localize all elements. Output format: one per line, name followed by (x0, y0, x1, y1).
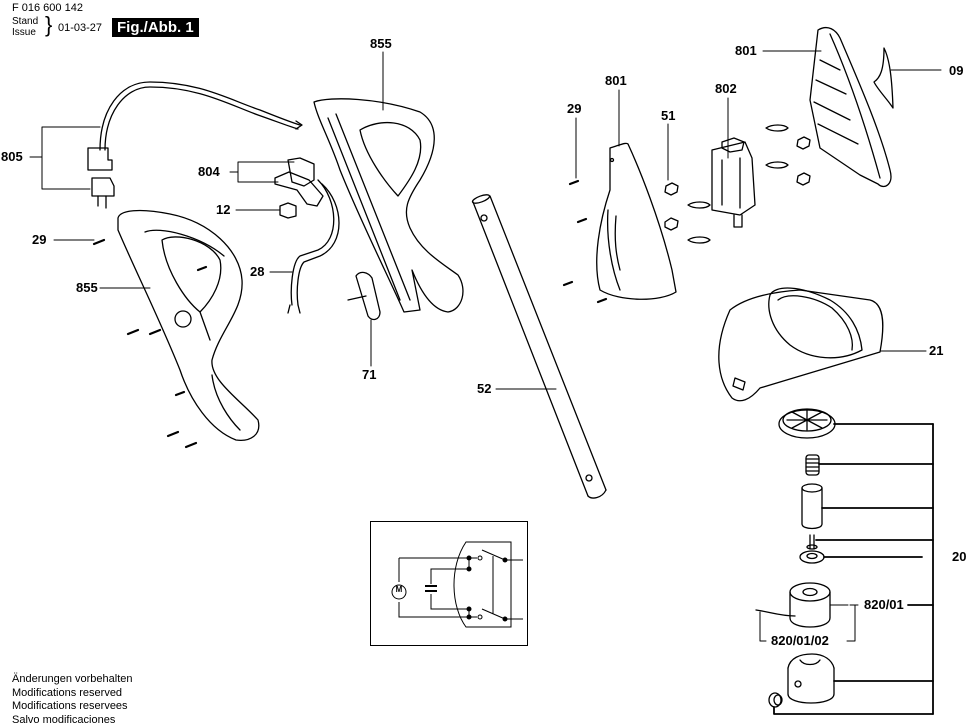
switch-part (275, 158, 323, 206)
modifications-notice: Änderungen vorbehalten Modifications res… (12, 673, 132, 727)
screw-part (94, 181, 606, 447)
callout-09: 09 (949, 64, 963, 78)
callout-71: 71 (362, 368, 376, 382)
capacitor-wires (431, 569, 469, 609)
motor-part (712, 138, 755, 227)
callout-804-bracket (230, 162, 294, 182)
motor-housing-rear-part (810, 28, 891, 187)
notice-line-en: Modifications reserved (12, 687, 132, 701)
callout-51: 51 (661, 109, 675, 123)
callout-801-mid: 801 (605, 74, 627, 88)
wiring-schematic-svg (371, 522, 526, 644)
callout-820-01: 820/01 (864, 598, 904, 612)
callout-29-mid: 29 (567, 102, 581, 116)
trigger-part (348, 272, 380, 319)
callout-804: 804 (198, 165, 220, 179)
notice-line-de: Änderungen vorbehalten (12, 673, 132, 687)
knob-part (769, 693, 782, 707)
left-housing-part (118, 211, 259, 441)
callout-52: 52 (477, 382, 491, 396)
motor-housing-front-part (597, 143, 676, 299)
fan-part (779, 409, 835, 438)
callout-855-top: 855 (370, 37, 392, 51)
callout-21: 21 (929, 344, 943, 358)
bolt-part (807, 535, 817, 549)
notice-line-es: Salvo modificaciones (12, 714, 132, 727)
wire-top (399, 558, 469, 617)
spool-part (756, 583, 830, 627)
callout-805: 805 (1, 150, 23, 164)
spool-cap-part (788, 654, 834, 703)
callout-855-left: 855 (76, 281, 98, 295)
output-wires (505, 560, 523, 619)
spring-part (806, 455, 819, 475)
callout-20: 20 (952, 550, 966, 564)
callout-28: 28 (250, 265, 264, 279)
callout-29-left: 29 (32, 233, 46, 247)
head-assembly-bracket (774, 424, 933, 714)
clip-part (280, 203, 296, 218)
notice-line-fr: Modifications reservees (12, 700, 132, 714)
tube-part (472, 193, 606, 498)
sleeve-part (802, 484, 822, 529)
switch-housing-outline (454, 542, 511, 627)
wiring-schematic: M (370, 521, 528, 646)
hex-clip-parts (665, 125, 810, 243)
washer-part (800, 551, 824, 563)
callout-820-01-02: 820/01/02 (771, 634, 829, 648)
callout-801-right: 801 (735, 44, 757, 58)
cable-part (288, 180, 339, 313)
guard-part (719, 288, 883, 401)
motor-label: M (394, 585, 404, 594)
callout-12: 12 (216, 203, 230, 217)
power-cord-plug-part (88, 82, 302, 208)
cap-part (874, 48, 893, 108)
callout-805-bracket (30, 127, 100, 189)
callout-802: 802 (715, 82, 737, 96)
capacitor-symbol (425, 586, 437, 591)
